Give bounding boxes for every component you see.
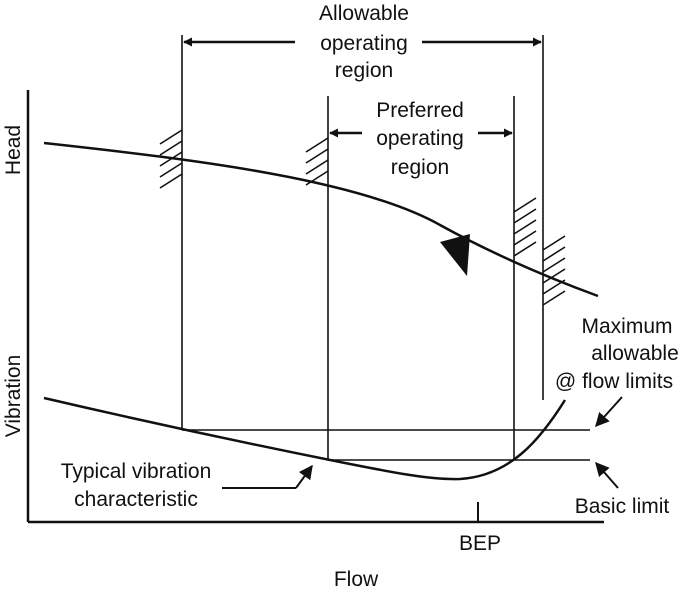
max-allowable-label-line2: allowable (591, 342, 679, 365)
region-boundaries (181, 35, 544, 460)
basic-limit-callout-arrow (595, 461, 619, 489)
max-allowable-label-line1: Maximum (581, 315, 672, 338)
max-allowable-label-line3: @ flow limits (555, 370, 673, 393)
hatch-allowable-right (542, 235, 566, 306)
operating-point-marker (440, 234, 470, 276)
hatch-preferred-left (305, 137, 329, 186)
vibration-axis-label: Vibration (2, 355, 25, 438)
hatch-allowable-left (159, 129, 183, 189)
hatch-preferred-right (513, 197, 537, 257)
preferred-region-label-line2: operating (376, 127, 464, 150)
preferred-region-label-line1: Preferred (376, 99, 464, 122)
head-axis-label: Head (2, 125, 25, 175)
flow-axis-label: Flow (334, 568, 379, 591)
typical-vibration-label-line1: Typical vibration (61, 460, 212, 483)
bep-label: BEP (459, 532, 501, 555)
basic-limit-label: Basic limit (575, 495, 670, 518)
callout-arrows (222, 396, 623, 489)
preferred-region-label-line3: region (391, 156, 449, 179)
allowable-region-label-line2: operating (320, 32, 408, 55)
allowable-region-label-line3: region (335, 59, 393, 82)
typical-vibration-callout-arrow-head (295, 464, 313, 489)
vibration-curve (43, 396, 567, 481)
head-curve (43, 141, 599, 298)
max-allowable-callout-arrow (595, 396, 623, 428)
allowable-region-label-line1: Allowable (319, 2, 409, 25)
typical-vibration-label-line2: characteristic (74, 488, 198, 511)
